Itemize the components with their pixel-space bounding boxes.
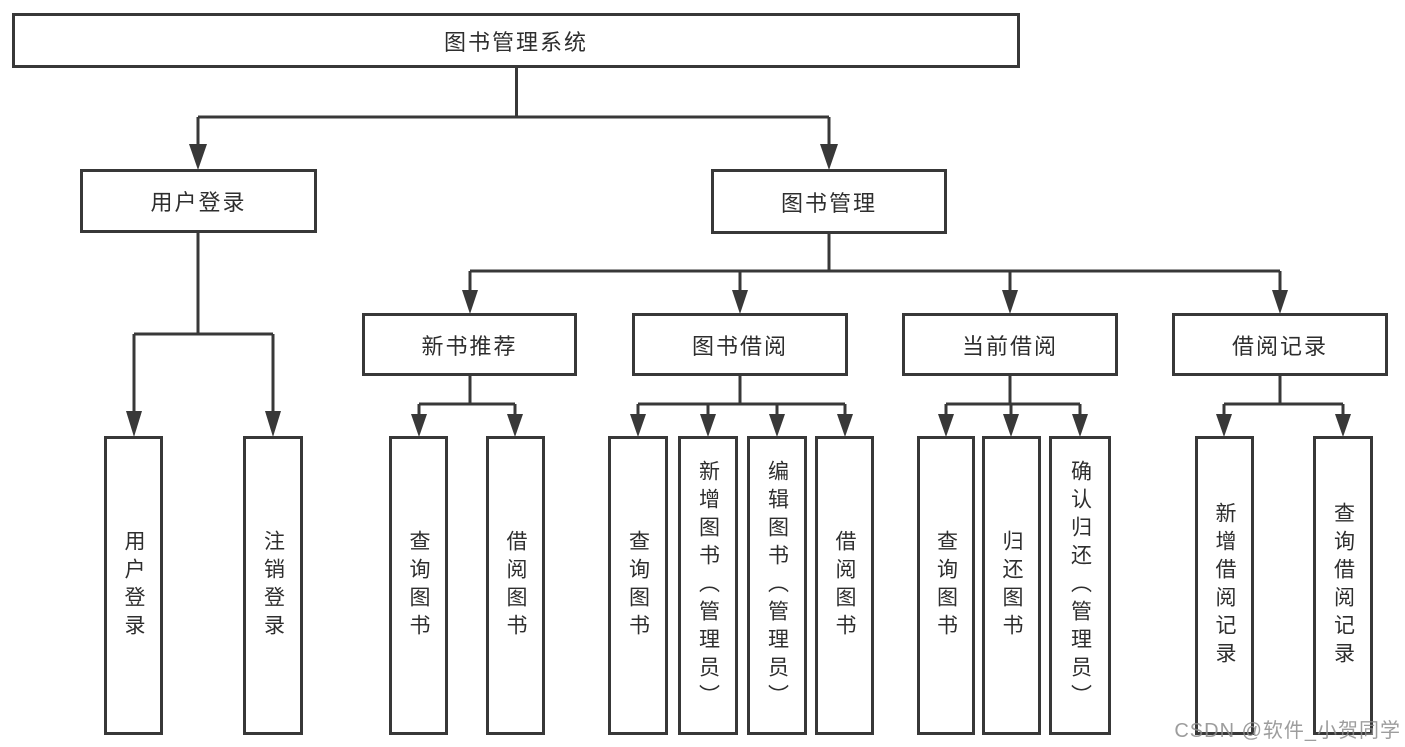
leaf-query-books-borrow: 查询图书 [608,436,668,735]
node-book-borrow: 图书借阅 [632,313,848,376]
node-book-management: 图书管理 [711,169,947,234]
csdn-watermark: CSDN @软件_小贺同学 [1174,720,1401,742]
leaf-borrow-books-recommend: 借阅图书 [486,436,545,735]
leaf-return-book: 归还图书 [982,436,1041,735]
leaf-logout: 注销登录 [243,436,303,735]
leaf-query-books-recommend: 查询图书 [389,436,448,735]
leaf-add-borrow-record: 新增借阅记录 [1195,436,1254,735]
leaf-query-borrow-record: 查询借阅记录 [1313,436,1373,735]
node-user-login: 用户登录 [80,169,317,233]
leaf-edit-book-admin: 编辑图书（管理员） [747,436,807,735]
node-new-book-recommend: 新书推荐 [362,313,577,376]
node-borrow-records: 借阅记录 [1172,313,1388,376]
leaf-confirm-return-admin: 确认归还（管理员） [1049,436,1111,735]
leaf-borrow-books: 借阅图书 [815,436,874,735]
leaf-user-login: 用户登录 [104,436,163,735]
node-current-borrow: 当前借阅 [902,313,1118,376]
leaf-query-books-current: 查询图书 [917,436,975,735]
node-root-library-system: 图书管理系统 [12,13,1020,68]
leaf-add-book-admin: 新增图书（管理员） [678,436,738,735]
